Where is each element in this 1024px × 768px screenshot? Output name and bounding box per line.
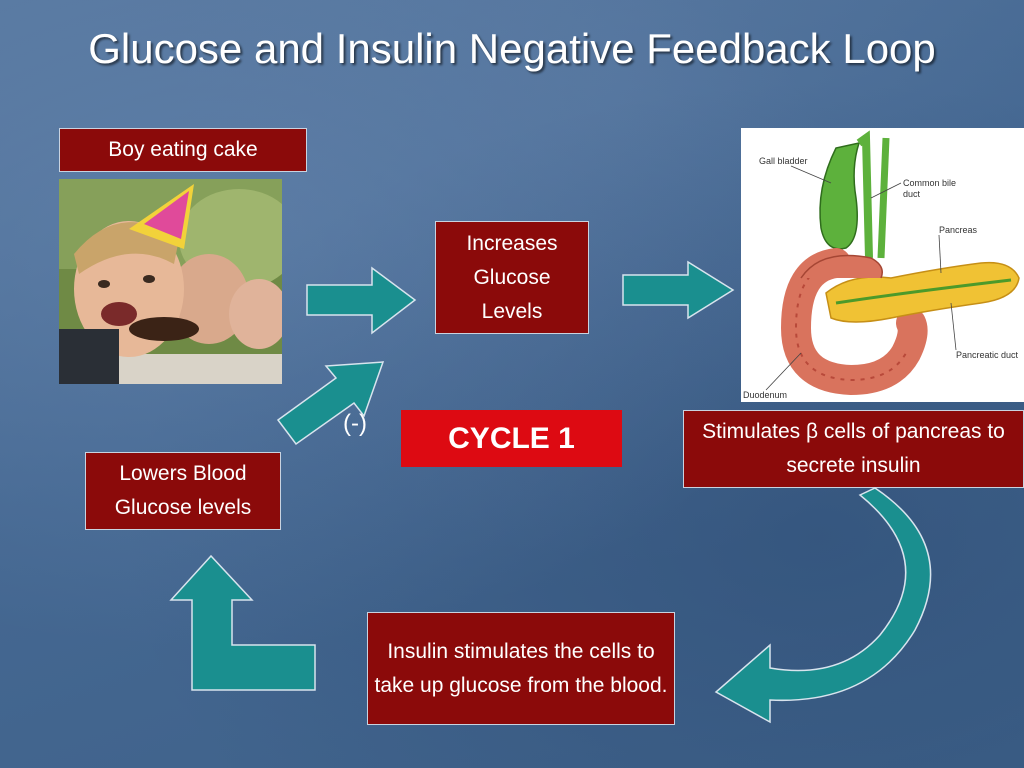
negative-feedback-sign: (-) — [343, 410, 367, 437]
stimulates-beta-cells-box: Stimulates β cells of pancreas to secret… — [683, 410, 1024, 488]
right-arrow-2 — [622, 260, 735, 320]
diagonal-arrow — [276, 361, 385, 446]
pancreas-illustration: Gall bladder Common bile duct Pancreas P… — [741, 128, 1024, 402]
label-gall-bladder: Gall bladder — [759, 156, 808, 166]
label-pancreas: Pancreas — [939, 225, 978, 235]
increases-glucose-box: Increases Glucose Levels — [435, 221, 589, 334]
label-pancreatic-duct: Pancreatic duct — [956, 350, 1019, 360]
slide-title: Glucose and Insulin Negative Feedback Lo… — [88, 25, 936, 72]
label-duodenum: Duodenum — [743, 390, 787, 400]
gall-bladder-shape — [819, 141, 861, 250]
label-common-bile-2: duct — [903, 189, 921, 199]
curved-arrow — [714, 487, 932, 724]
cycle-label: CYCLE 1 — [401, 410, 622, 467]
bent-up-arrow — [169, 554, 316, 691]
boy-eating-cake-label: Boy eating cake — [59, 128, 307, 172]
label-common-bile-1: Common bile — [903, 178, 956, 188]
lowers-blood-glucose-box: Lowers Blood Glucose levels — [85, 452, 281, 530]
insulin-stimulates-cells-box: Insulin stimulates the cells to take up … — [367, 612, 675, 725]
right-arrow-1 — [306, 266, 417, 335]
boy-eating-cake-photo — [59, 179, 282, 384]
duodenum-shape — [780, 248, 928, 396]
